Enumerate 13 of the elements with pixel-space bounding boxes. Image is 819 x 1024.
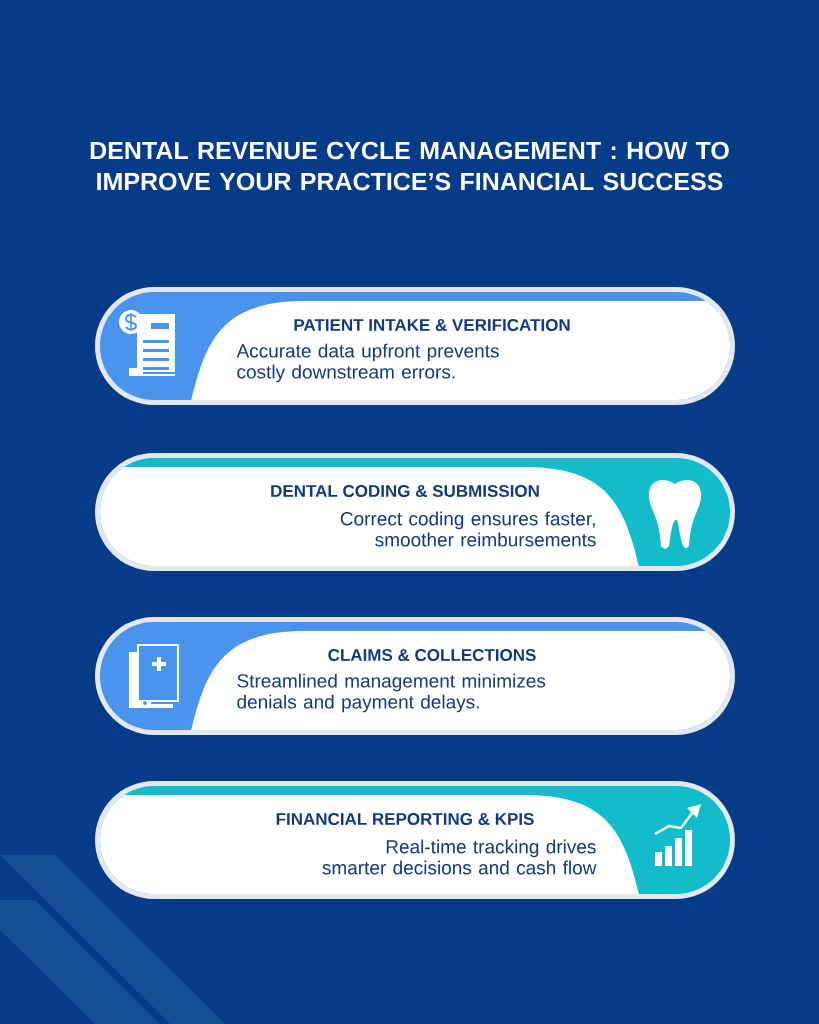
card-heading: DENTAL CODING & SUBMISSION bbox=[271, 485, 539, 498]
info-card bbox=[95, 453, 735, 571]
card-description: Streamlined management minimizes denials and payment delays. bbox=[237, 673, 546, 713]
info-card bbox=[95, 781, 735, 899]
card-description: Correct coding ensures faster, smoother reimbursements bbox=[340, 511, 596, 547]
info-card bbox=[95, 617, 735, 735]
card-description: Accurate data upfront prevents costly downstream errors. bbox=[236, 343, 499, 383]
title: DENTAL REVENUE CYCLE MANAGEMENT : HOW TO IMPROVE YOUR PRACTICE’S FINANCIAL SUCCESS bbox=[90, 141, 729, 191]
info-card bbox=[95, 287, 735, 405]
card-description: Real-time tracking drives smarter decisions and cash flow bbox=[322, 839, 597, 875]
card-heading: CLAIMS & COLLECTIONS bbox=[328, 649, 536, 662]
card-heading: FINANCIAL REPORTING & KPIS bbox=[276, 813, 534, 826]
card-heading: PATIENT INTAKE & VERIFICATION bbox=[294, 319, 570, 332]
